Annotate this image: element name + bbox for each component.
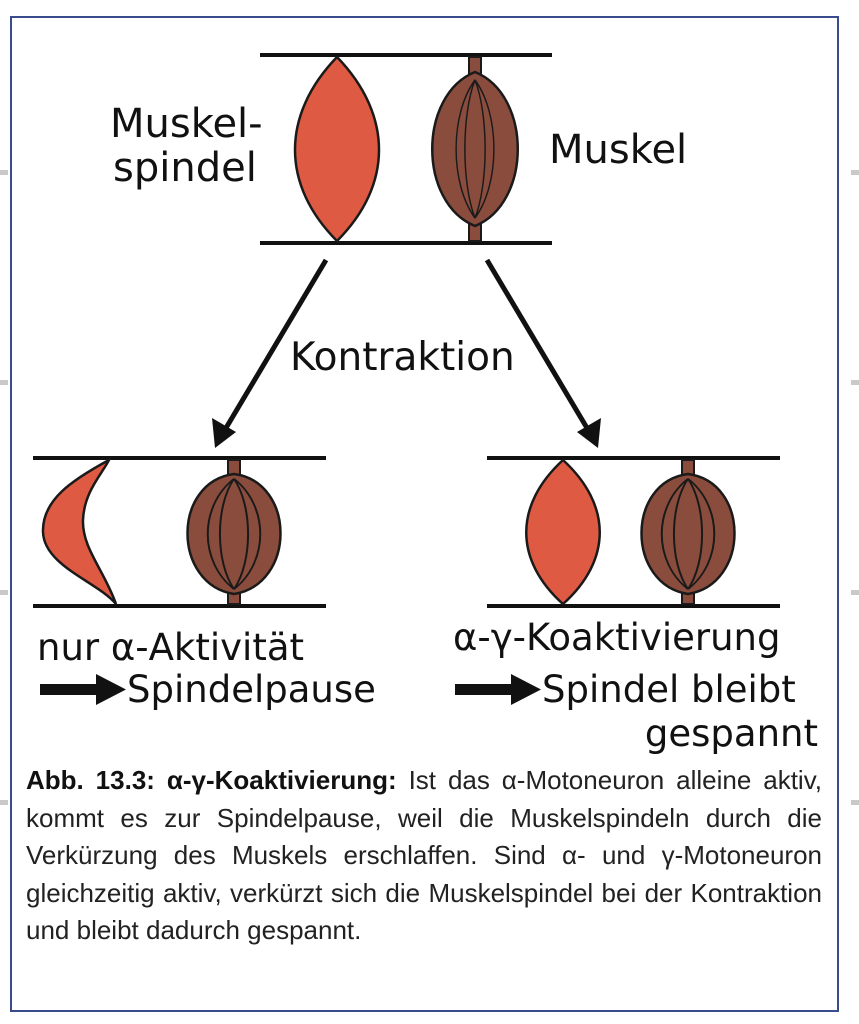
caption-text: Ist das α-Motoneuron alleine aktiv, komm… bbox=[26, 765, 822, 945]
edge-tick bbox=[0, 170, 8, 175]
muscle-relaxed bbox=[431, 56, 519, 242]
label-muskel-spindel-line1: Muskel- bbox=[110, 101, 263, 147]
coactivation-diagram: Muskel- spindel Muskel Kontraktion nur α… bbox=[33, 53, 818, 755]
label-kontraktion: Kontraktion bbox=[290, 335, 515, 380]
edge-tick bbox=[851, 800, 859, 805]
edge-tick bbox=[0, 800, 8, 805]
muscle-contracted-left bbox=[186, 459, 282, 605]
arrow-to-coactivation bbox=[484, 258, 601, 448]
result-arrow-right-icon bbox=[455, 674, 541, 705]
label-coactivation: α-γ-Koaktivierung bbox=[453, 616, 780, 659]
figure-caption: Abb. 13.3: α-γ-Koaktivierung: Ist das α-… bbox=[26, 762, 822, 950]
label-muskel: Muskel bbox=[549, 127, 687, 173]
label-spindelpause: Spindelpause bbox=[127, 668, 376, 711]
muscle-spindle-slack bbox=[41, 457, 118, 605]
edge-tick bbox=[851, 380, 859, 385]
caption-label: Abb. 13.3: α-γ-Koaktivierung: bbox=[26, 765, 397, 795]
label-spindel-bleibt: Spindel bleibt bbox=[542, 668, 796, 711]
arrow-to-alpha-only bbox=[212, 258, 329, 448]
result-arrow-left-icon bbox=[40, 674, 126, 705]
edge-tick bbox=[0, 590, 8, 595]
label-alpha-only: nur α-Aktivität bbox=[37, 626, 304, 669]
label-gespannt: gespannt bbox=[645, 712, 818, 755]
edge-tick bbox=[0, 380, 8, 385]
muscle-spindle-relaxed bbox=[293, 55, 381, 243]
muscle-contracted-right bbox=[640, 459, 736, 605]
edge-tick bbox=[851, 170, 859, 175]
edge-tick bbox=[851, 590, 859, 595]
label-muskel-spindel-line2: spindel bbox=[113, 145, 257, 191]
muscle-spindle-tensed bbox=[525, 458, 601, 606]
